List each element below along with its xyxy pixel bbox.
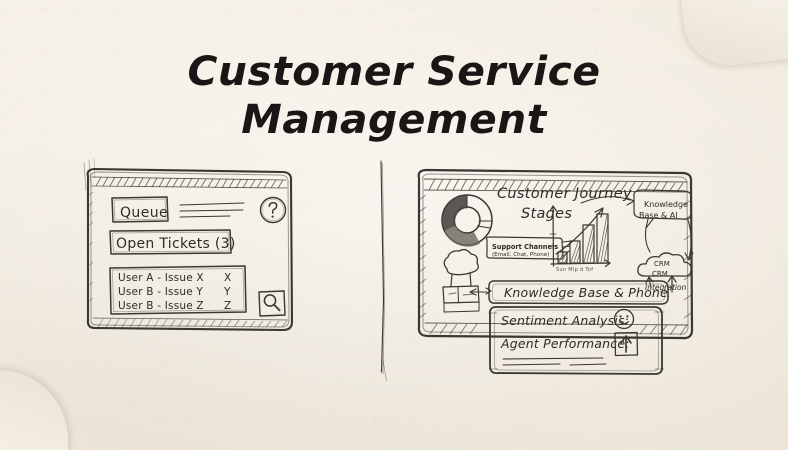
crm-cloud-line-2: CRM: [652, 270, 668, 278]
smiley-face-icon: [613, 308, 635, 330]
crm-cloud-line-1: CRM: [654, 260, 670, 268]
bar-chart-axis-scribble: Sun Mlp d Tof: [556, 267, 594, 273]
ticket-description: User B - Issue Z: [118, 300, 204, 312]
knowledge-base-phone-label: Knowledge Base & Phone: [504, 285, 668, 300]
knowledge-base-ai-line-2: Base & AI: [639, 211, 678, 220]
table-row: User B - Issue Z: [118, 300, 204, 312]
up-trend-arrow-icon: [555, 207, 604, 255]
knowledge-base-ai-line-1: Knowledge: [644, 200, 688, 209]
page-title: Customer Service Management: [0, 48, 788, 144]
page-title-line-2: Management: [241, 97, 547, 143]
question-mark-icon: [268, 201, 278, 218]
queue-label: Queue: [120, 205, 168, 221]
support-channels-title: Support Channels: [492, 243, 559, 251]
page-title-line-1: Customer Service: [187, 49, 601, 95]
table-row: User B - Issue Y: [118, 286, 203, 298]
open-tickets-label: Open Tickets (3): [116, 236, 236, 252]
ticket-description: User B - Issue Y: [118, 286, 204, 298]
ticket-description: User A - Issue X: [118, 272, 204, 284]
ticket-key: Y: [224, 286, 231, 298]
ticket-key: Z: [224, 300, 232, 312]
dashboard-heading-line-2: Stages: [521, 206, 573, 222]
up-arrow-icon: [614, 331, 639, 357]
ticket-key: X: [224, 272, 232, 284]
agent-performance-label: Agent Performance:: [501, 336, 630, 351]
sentiment-analysis-label: Sentiment Analysis:: [501, 313, 630, 328]
table-row: User A - Issue X: [118, 272, 204, 284]
support-channels-subtitle: (Email, Chat, Phone): [492, 252, 550, 258]
integration-caption: Integration: [645, 283, 687, 292]
magnifier-icon: [263, 294, 281, 312]
